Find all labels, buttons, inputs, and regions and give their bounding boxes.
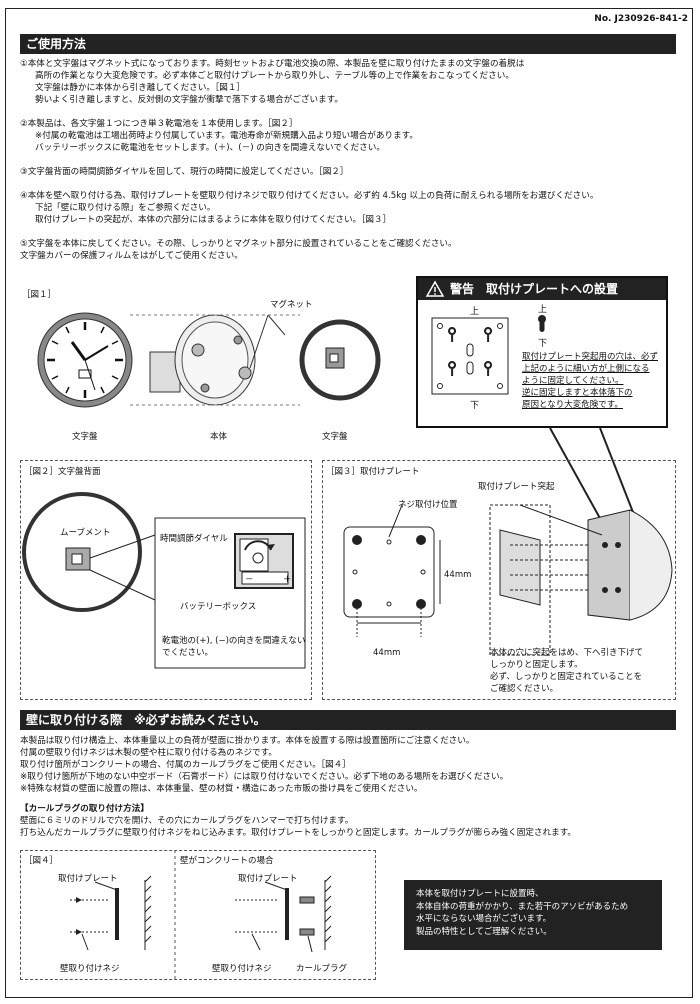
magnet-label: マグネット — [270, 300, 313, 310]
warning-text: 取付けプレート突起用の穴は、必ず — [522, 352, 659, 362]
page-frame — [5, 8, 693, 998]
wall-line: 壁面に６ミリのドリルで穴を開け、その穴にカールプラグをハンマーで打ち付けます。 — [20, 816, 354, 826]
usage-line: ④本体を壁へ取り付ける為、取付けプレートを壁取り付けネジで取り付けてください。必… — [20, 191, 599, 201]
body-label: 本体 — [210, 432, 228, 442]
note-line: 本体を取付けプレートに設置時、 — [416, 889, 544, 899]
wall-line: 付属の壁取り付けネジは木製の壁や柱に取り付ける為のネジです。 — [20, 748, 277, 758]
warning-box: 警告 取付けプレートへの設置 上 下 上 下 取付けプレート突起用の穴は、必ず … — [416, 276, 668, 428]
warning-title: 警告 取付けプレートへの設置 — [418, 278, 666, 300]
curl-plug-label: カールプラグ — [296, 964, 348, 974]
usage-line: 文字盤は静かに本体から引き離してください。［図１］ — [35, 83, 246, 93]
usage-line: ⑤文字盤を本体に戻してください。その際、しっかりとマグネット部分に設置されている… — [20, 239, 457, 249]
dimension-vertical: 44mm — [444, 570, 472, 580]
wall-line: 打ち込んだカールプラグに壁取り付けネジをねじ込みます。取付けプレートをしっかりと… — [20, 828, 577, 838]
fig3-title: ［図３］取付けプレート — [326, 467, 420, 477]
fig2-title: ［図２］文字盤背面 — [24, 467, 101, 477]
usage-line: 高所の作業となり大変危険です。必ず本体ごと取付けプレートから取り外し、テーブル等… — [35, 71, 514, 81]
usage-line: バッテリーボックスに乾電池をセットします。(＋)、(－) の向きを間違えないでく… — [35, 143, 385, 153]
battery-note: 乾電池の(+), (−)の向きを間違えない — [162, 636, 306, 646]
keyhole-up-label: 上 — [538, 305, 548, 315]
fig2-box — [20, 460, 312, 700]
battery-note: でください。 — [162, 648, 214, 658]
note-line: 本体自体の荷重がかかり、また若干のアソビがあるため — [416, 901, 629, 912]
keyhole-down-label: 下 — [538, 339, 548, 349]
plus-label: ＋ — [283, 575, 292, 585]
fig3-illustration — [343, 504, 673, 656]
battery-box-label: バッテリーボックス — [180, 602, 257, 612]
warning-text: ように固定してください。 — [522, 376, 624, 386]
usage-line: 下記「壁に取り付ける際」をご参照ください。 — [35, 203, 216, 213]
note-line: 水平にならない場合がございます。 — [416, 914, 552, 924]
minus-label: － — [245, 575, 254, 585]
fig3-box — [322, 460, 676, 700]
usage-line: 文字盤カバーの保護フィルムをはがしてご使用ください。 — [20, 251, 243, 261]
keyhole-icon — [538, 315, 546, 332]
usage-line: ①本体と文字盤はマグネット式になっております。時刻セットおよび電池交換の際、本製… — [20, 59, 525, 69]
fig1-title: ［図１］ — [22, 290, 57, 300]
wall-mount-header: 壁に取り付ける際 ※必ずお読みください。 — [20, 710, 676, 730]
fig4-title: ［図４］ — [24, 856, 59, 866]
fig3-text: 本体の穴に突起をはめ、下へ引き下げて — [490, 648, 644, 658]
screw-label-concrete: 壁取り付けネジ — [212, 964, 272, 974]
wall-line: 取り付け箇所がコンクリートの場合、付属のカールプラグをご使用ください。［図４］ — [20, 760, 351, 770]
note-line: 製品の特性としてご理解ください。 — [416, 926, 552, 937]
fig4-illustration — [70, 850, 332, 980]
mounting-plate-diagram — [431, 317, 509, 395]
time-dial-label: 時間調節ダイヤル — [160, 534, 228, 544]
usage-line: ③文字盤背面の時間調節ダイヤルを回して、現行の時間に設定してください。［図２］ — [20, 167, 349, 177]
fig1-illustration — [37, 312, 381, 408]
screw-position-label: ネジ取付け位置 — [398, 500, 458, 510]
plate-label-concrete: 取付けプレート — [238, 874, 298, 884]
document-number: No. J230926-841-2 — [594, 14, 688, 24]
warning-text: 原因となり大変危険です。 — [522, 400, 623, 410]
usage-line: ②本製品は、各文字盤１つにつき単３乾電池を１本使用します。［図２］ — [20, 119, 298, 129]
installation-note: 本体を取付けプレートに設置時、 本体自体の荷重がかかり、また若干のアソビがあるた… — [404, 880, 662, 950]
plate-label: 取付けプレート — [58, 874, 118, 884]
wall-line: ※取り付け箇所が下地のない中空ボード（石膏ボード）には取り付けないでください。必… — [20, 772, 509, 782]
warning-icon — [425, 280, 445, 297]
movement-label: ムーブメント — [60, 528, 111, 538]
fig3-text: しっかりと固定します。 — [490, 660, 583, 670]
dial-back-label: 文字盤 — [322, 432, 348, 442]
usage-line: 勢いよく引き離しますと、反対側の文字盤が衝撃で落下する場合がございます。 — [35, 95, 344, 105]
wall-line: 本製品は取り付け構造上、本体重量以上の負荷が壁面に掛かります。本体を設置する際は… — [20, 736, 475, 746]
plug-method-heading: 【カールプラグの取り付け方法】 — [20, 804, 149, 814]
usage-header: ご使用方法 — [20, 34, 676, 54]
fig2-illustration — [22, 492, 306, 669]
warning-down-label: 下 — [470, 401, 480, 411]
dimension-horizontal: 44mm — [373, 648, 401, 658]
fig3-text: ご確認ください。 — [490, 684, 559, 694]
usage-line: ※付属の乾電池は工場出荷時より付属しています。電池寿命が新規購入品より短い場合が… — [35, 131, 419, 141]
screw-label: 壁取り付けネジ — [60, 964, 120, 974]
warning-text: 逆に固定しますと本体落下の — [522, 388, 633, 398]
usage-line: 取付けプレートの突起が、本体の穴部分にはまるように本体を取り付けてください。［図… — [35, 215, 392, 225]
warning-up-label: 上 — [470, 307, 480, 317]
concrete-title: 壁がコンクリートの場合 — [180, 856, 274, 866]
wall-line: ※特殊な材質の壁面に設置の際は、本体重量、壁の材質・構造にあった市販の掛け具をご… — [20, 784, 423, 794]
dial-label: 文字盤 — [72, 432, 98, 442]
warning-text: 上記のように細い方が上側になる — [522, 364, 650, 374]
plate-protrusion-label: 取付けプレート突起 — [478, 482, 555, 492]
fig3-text: 必ず、しっかりと固定されていることを — [490, 672, 643, 682]
fig4-box — [20, 850, 376, 980]
